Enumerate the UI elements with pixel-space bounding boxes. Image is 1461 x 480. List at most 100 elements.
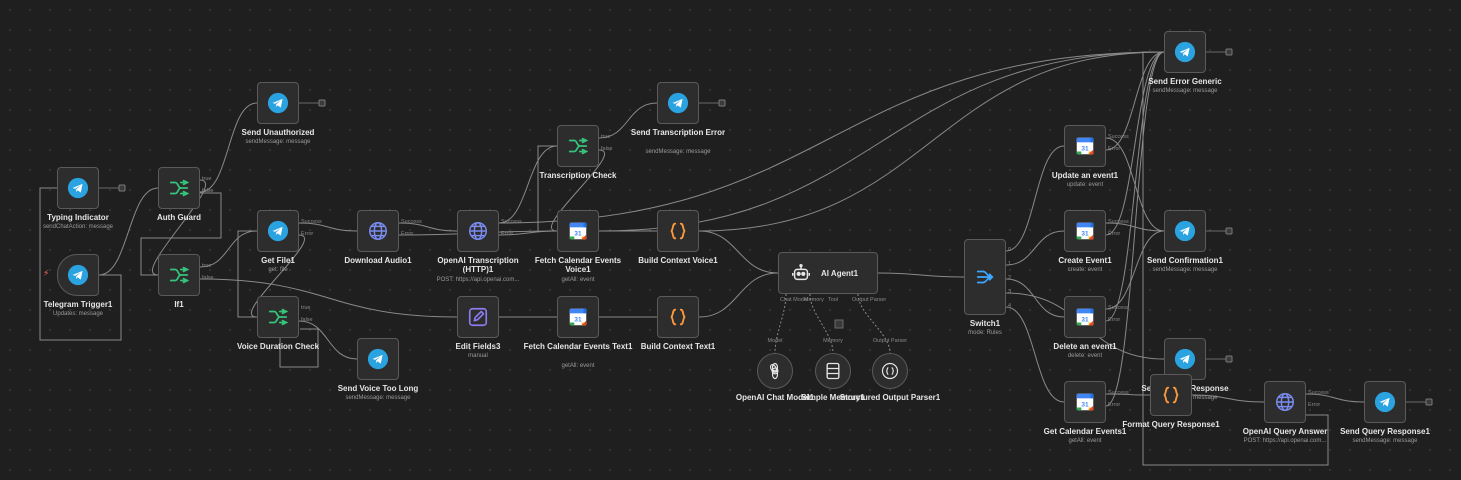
node-download-audio[interactable] xyxy=(357,210,399,252)
node-title: Fetch Calendar Events Text1 xyxy=(523,342,633,351)
if-branch-icon xyxy=(566,134,590,158)
svg-text:31: 31 xyxy=(1081,402,1089,409)
node-edit-fields[interactable] xyxy=(457,296,499,338)
telegram-icon xyxy=(266,219,290,243)
connection-if1-to-get-file xyxy=(199,230,258,268)
node-typing-indicator[interactable] xyxy=(57,167,99,209)
add-node-handle xyxy=(318,99,326,107)
svg-text:31: 31 xyxy=(1081,317,1089,324)
node-title: Send Query Response1 xyxy=(1340,427,1430,436)
node-build-ctx-text[interactable] xyxy=(657,296,699,338)
add-node-handle xyxy=(118,184,126,192)
connection-auth-guard-to-if1 xyxy=(151,179,207,276)
add-node-handle xyxy=(1225,48,1233,56)
node-title: If1 xyxy=(174,300,184,309)
telegram-icon xyxy=(366,347,390,371)
subnode-label: Output Parser xyxy=(872,338,908,344)
pencil-icon xyxy=(466,305,490,329)
node-ai-agent[interactable]: AI Agent1 xyxy=(778,252,878,294)
telegram-icon xyxy=(66,263,90,287)
connection-telegram-trigger-to-auth-guard xyxy=(98,187,159,276)
database-icon xyxy=(821,359,845,383)
telegram-icon xyxy=(1173,219,1197,243)
node-delete-event[interactable]: 31 xyxy=(1064,296,1106,338)
node-title: Delete an event1 xyxy=(1053,342,1117,351)
node-title: Create Event1 xyxy=(1058,256,1112,265)
output-port-label: Error xyxy=(301,231,314,237)
node-title: Structured Output Parser1 xyxy=(839,393,941,402)
node-title: Get Calendar Events1 xyxy=(1043,427,1127,436)
output-port-label: true xyxy=(202,263,212,269)
node-send-unauthorized[interactable] xyxy=(257,82,299,124)
output-port-label: Error xyxy=(1108,146,1121,152)
svg-text:31: 31 xyxy=(574,317,582,324)
node-subtitle: sendMessage: message xyxy=(1352,438,1418,444)
node-send-clarify[interactable] xyxy=(1164,338,1206,380)
node-switch1[interactable] xyxy=(964,239,1006,315)
node-update-event[interactable]: 31 xyxy=(1064,125,1106,167)
node-title: OpenAI Transcription (HTTP)1 xyxy=(437,256,519,275)
node-telegram-trigger[interactable] xyxy=(57,254,99,296)
connection-openai-transcription-to-fetch-cal-voice xyxy=(498,230,558,236)
node-send-error-generic[interactable] xyxy=(1164,31,1206,73)
output-port-label: Success xyxy=(1108,219,1129,225)
telegram-icon xyxy=(1173,347,1197,371)
node-send-query-response[interactable] xyxy=(1364,381,1406,423)
code-braces-icon xyxy=(1159,383,1183,407)
node-subtitle: sendMessage: message xyxy=(1152,88,1218,94)
node-title: Update an event1 xyxy=(1051,171,1119,180)
node-openai-query[interactable] xyxy=(1264,381,1306,423)
node-send-voice-too-long[interactable] xyxy=(357,338,399,380)
route-to-transcription-check xyxy=(537,145,557,231)
output-port-label: Error xyxy=(1108,317,1121,323)
node-subtitle: getAll: event xyxy=(561,277,595,283)
node-openai-transcription[interactable] xyxy=(457,210,499,252)
node-if1[interactable] xyxy=(158,254,200,296)
node-get-cal-events[interactable]: 31 xyxy=(1064,381,1106,423)
connection-openai-transcription-to-send-error-generic xyxy=(498,51,1165,224)
output-port-label: false xyxy=(301,317,313,323)
node-structured-parser[interactable] xyxy=(872,353,908,389)
output-port-label: 3 xyxy=(1008,289,1012,295)
svg-text:31: 31 xyxy=(1081,146,1089,153)
calendar-icon: 31 xyxy=(1073,305,1097,329)
node-subtitle: Updates: message xyxy=(52,311,104,317)
output-port-label: true xyxy=(301,305,311,311)
input-port-label: Output Parser xyxy=(852,297,887,303)
if-branch-icon xyxy=(266,305,290,329)
connection-get-cal-events-to-send-error-generic xyxy=(1105,51,1165,407)
code-braces-icon xyxy=(666,219,690,243)
output-port-label: Error xyxy=(1308,402,1321,408)
calendar-icon: 31 xyxy=(566,305,590,329)
node-subtitle: getAll: event xyxy=(1068,438,1102,444)
node-transcription-check[interactable] xyxy=(557,125,599,167)
node-fetch-cal-voice[interactable]: 31 xyxy=(557,210,599,252)
trigger-bolt-icon: ⚡ xyxy=(43,268,50,278)
if-branch-icon xyxy=(167,176,191,200)
node-subtitle: sendMessage: message xyxy=(1152,267,1218,273)
node-fetch-cal-text[interactable]: 31 xyxy=(557,296,599,338)
node-subtitle: getAll: event xyxy=(561,363,595,369)
node-create-event[interactable]: 31 xyxy=(1064,210,1106,252)
node-format-query[interactable] xyxy=(1150,374,1192,416)
subnode-connection-structured-parser xyxy=(857,293,891,354)
openai-icon xyxy=(763,359,787,383)
node-openai-chat[interactable] xyxy=(757,353,793,389)
add-node-handle xyxy=(1225,227,1233,235)
node-send-transcription-error[interactable] xyxy=(657,82,699,124)
node-title: Typing Indicator xyxy=(47,213,109,222)
node-voice-duration-check[interactable] xyxy=(257,296,299,338)
node-auth-guard[interactable] xyxy=(158,167,200,209)
output-port-label: false xyxy=(202,275,214,281)
globe-icon xyxy=(1273,390,1297,414)
robot-icon xyxy=(789,261,813,285)
node-send-confirmation[interactable] xyxy=(1164,210,1206,252)
node-simple-memory[interactable] xyxy=(815,353,851,389)
node-get-file[interactable] xyxy=(257,210,299,252)
output-port-label: 2 xyxy=(1008,275,1012,281)
node-title: Send Transcription Error xyxy=(630,128,726,137)
node-title: Simple Memory1 xyxy=(801,393,865,402)
globe-icon xyxy=(466,219,490,243)
node-build-ctx-voice[interactable] xyxy=(657,210,699,252)
